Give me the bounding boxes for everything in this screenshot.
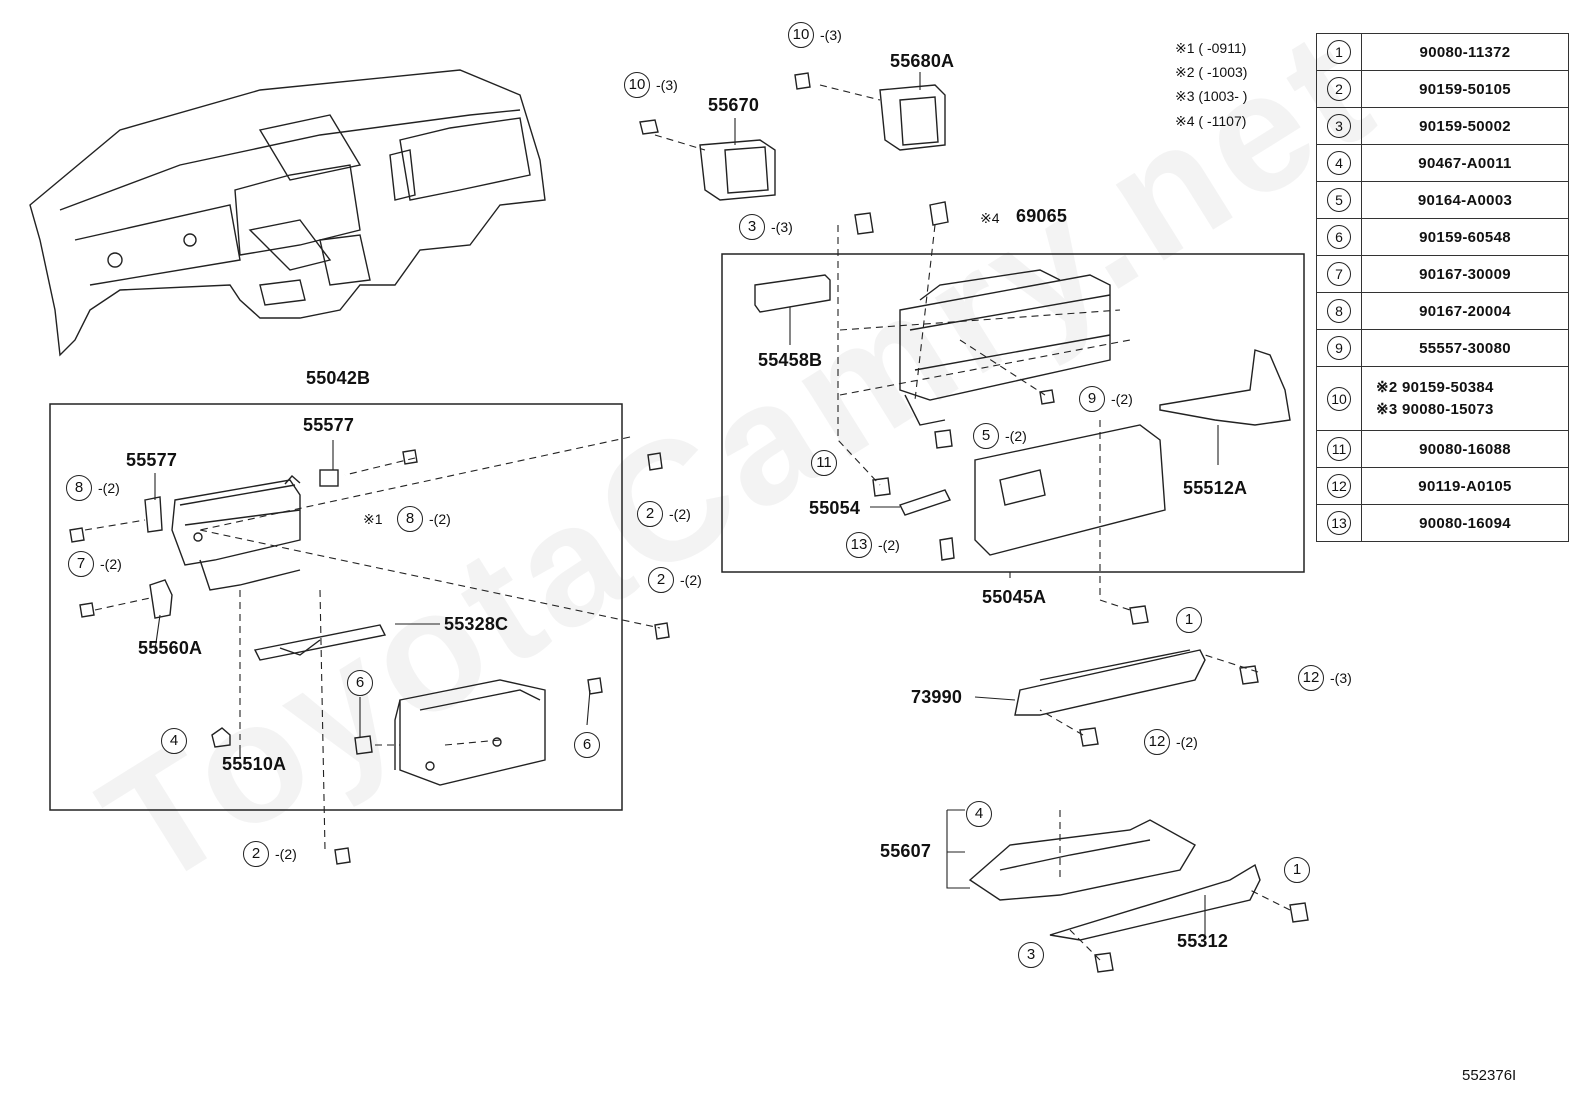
note-mark-4: ※4 [980, 210, 1000, 226]
callout-3: 3 [1018, 942, 1044, 968]
callout-6: 6 [574, 732, 600, 758]
callout-5: 5 [973, 423, 999, 449]
callout-12: 12 [1298, 665, 1324, 691]
label-55577-left: 55577 [126, 450, 178, 470]
note-line-1: ※1 ( -0911) [1175, 40, 1247, 56]
callout-11: 11 [811, 450, 837, 476]
callout-10: 10 [788, 22, 814, 48]
label-55607: 55607 [880, 841, 932, 861]
callout-9: 9 [1079, 386, 1105, 412]
note-line-3: ※3 (1003- ) [1175, 88, 1248, 104]
callout-1: 1 [1284, 857, 1310, 883]
label-55670: 55670 [708, 95, 760, 115]
label-55577-upper: 55577 [303, 415, 355, 435]
glove-box-frame-drawing [144, 469, 546, 786]
callout-2: 2 [243, 841, 269, 867]
quantity: -(2) [1176, 734, 1198, 750]
label-55680A: 55680A [890, 51, 955, 71]
quantity: -(3) [771, 219, 793, 235]
quantity: -(3) [656, 77, 678, 93]
label-55510A: 55510A [222, 754, 287, 774]
quantity: -(2) [98, 480, 120, 496]
callout-8: 8 [66, 475, 92, 501]
quantity: -(2) [100, 556, 122, 572]
label-55328C: 55328C [444, 614, 509, 634]
label-55042B: 55042B [306, 368, 371, 388]
callout-13: 13 [846, 532, 872, 558]
quantity: -(2) [669, 506, 691, 522]
label-55312: 55312 [1177, 931, 1229, 951]
callout-3: 3 [739, 214, 765, 240]
quantity: -(2) [1005, 428, 1027, 444]
callout-2: 2 [648, 567, 674, 593]
callout-7: 7 [68, 551, 94, 577]
callout-4: 4 [161, 728, 187, 754]
quantity: -(2) [429, 511, 451, 527]
table-row: 10※2 90159-50384※3 90080-15073 [1316, 366, 1569, 431]
callout-8: 8 [397, 506, 423, 532]
dashboard-drawing [29, 69, 546, 357]
quantity: -(3) [820, 27, 842, 43]
label-55560A: 55560A [138, 638, 203, 658]
figure-id: 552376I [1462, 1067, 1517, 1084]
quantity: -(2) [1111, 391, 1133, 407]
note-line-2: ※2 ( -1003) [1175, 64, 1248, 80]
callout-2: 2 [637, 501, 663, 527]
label-73990: 73990 [911, 687, 963, 707]
callout-6: 6 [347, 670, 373, 696]
label-55512A: 55512A [1183, 478, 1248, 498]
label-69065: 69065 [1016, 206, 1068, 226]
callout-1: 1 [1176, 607, 1202, 633]
note-line-4: ※4 ( -1107) [1175, 113, 1247, 129]
label-55054: 55054 [809, 498, 861, 518]
label-55045A: 55045A [982, 587, 1047, 607]
quantity: -(2) [878, 537, 900, 553]
quantity: -(3) [1330, 670, 1352, 686]
callout-12: 12 [1144, 729, 1170, 755]
callout-4: 4 [966, 801, 992, 827]
label-55458B: 55458B [758, 350, 823, 370]
note-mark-1: ※1 [363, 511, 383, 527]
quantity: -(2) [275, 846, 297, 862]
quantity: -(2) [680, 572, 702, 588]
callout-10: 10 [624, 72, 650, 98]
